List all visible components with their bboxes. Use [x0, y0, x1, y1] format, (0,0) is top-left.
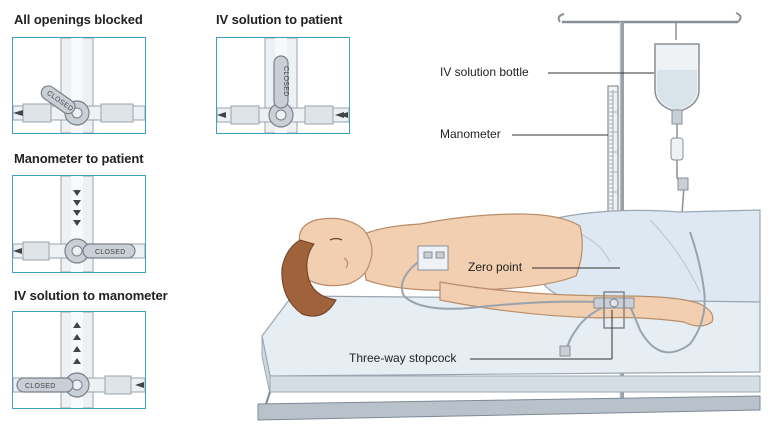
panel-manometer-to-patient: CLOSED	[12, 175, 146, 273]
arm-stopcock	[593, 291, 635, 329]
panel-title-all-blocked: All openings blocked	[14, 12, 143, 27]
callout-manometer: Manometer	[440, 127, 501, 141]
callout-lines	[470, 72, 654, 360]
callout-zero-point: Zero point	[468, 260, 523, 274]
callout-stopcock: Three-way stopcock	[349, 351, 457, 365]
patient	[281, 213, 714, 327]
panel-iv-to-patient: CLOSED	[216, 37, 350, 134]
panel-all-blocked: CLOSED	[12, 37, 146, 134]
panel-iv-to-manometer: CLOSED	[12, 311, 146, 409]
closed-label: CLOSED	[95, 249, 126, 256]
panel-title-iv-to-manometer: IV solution to manometer	[14, 288, 168, 303]
iv-bottle	[654, 22, 700, 233]
panel-title-manometer-to-patient: Manometer to patient	[14, 151, 144, 166]
tubing	[400, 231, 706, 357]
closed-label: CLOSED	[25, 383, 56, 390]
callout-iv-bottle: IV solution bottle	[440, 65, 529, 79]
closed-label: CLOSED	[282, 66, 289, 97]
panel-title-iv-to-patient: IV solution to patient	[216, 12, 343, 27]
bed	[257, 295, 761, 421]
